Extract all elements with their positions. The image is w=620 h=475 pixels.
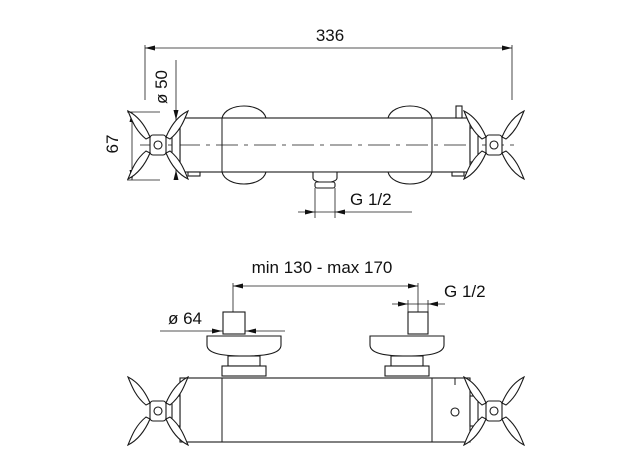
- inlet-thread-label: G 1/2: [444, 282, 486, 301]
- right-inlet: [369, 311, 445, 377]
- left-handle-front: [127, 376, 189, 446]
- inlet-thread-dimension: G 1/2: [392, 282, 486, 312]
- top-view: 336 ø 50 67: [103, 26, 525, 218]
- outlet-thread-label: G 1/2: [350, 190, 392, 209]
- outlet-connector: G 1/2: [298, 171, 412, 218]
- mixer-body-top: [140, 105, 520, 185]
- inlet-diameter-label: ø 64: [168, 309, 202, 328]
- left-handle-top: [127, 110, 189, 180]
- center-distance-dimension: min 130 - max 170: [232, 258, 419, 315]
- left-inlet: [206, 311, 282, 377]
- right-handle-front: [463, 376, 525, 446]
- center-distance-label: min 130 - max 170: [252, 258, 393, 277]
- pipe-diameter-dimension: ø 50: [152, 60, 179, 180]
- front-view: min 130 - max 170 ø 64 G 1/2: [127, 258, 525, 446]
- mixer-body-front: [179, 377, 471, 443]
- pipe-diameter-label: ø 50: [152, 70, 171, 104]
- overall-width-dimension: 336: [144, 26, 513, 100]
- overall-width-label: 336: [316, 26, 344, 45]
- right-handle-top: [463, 110, 525, 180]
- height-label: 67: [103, 135, 122, 154]
